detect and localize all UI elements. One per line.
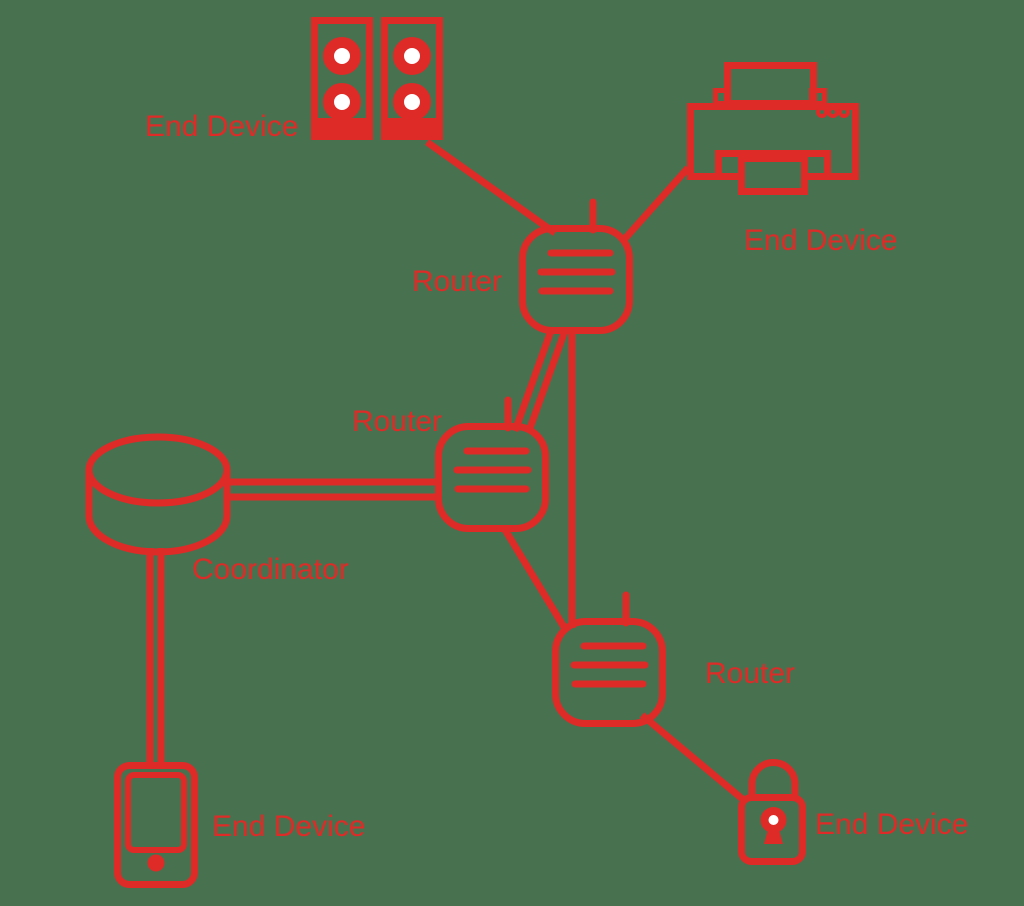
speaker-right-woofer (393, 83, 431, 121)
node-coordinator (82, 430, 234, 558)
link-router-middle-to-router-bottom (501, 526, 570, 634)
printer-paper-top (724, 62, 817, 107)
link-router-bottom-to-lock (639, 712, 749, 805)
lock-shackle (748, 759, 799, 798)
speaker-left-woofer (323, 83, 361, 121)
speaker-right-tweeter (393, 37, 431, 75)
phone-body (114, 762, 198, 888)
node-end-device-phone (114, 762, 198, 888)
node-end-device-speakers (311, 17, 443, 141)
label-end-device-lock: End Device (815, 808, 969, 841)
cylinder-body (85, 470, 231, 556)
label-router-top: Router (412, 265, 503, 298)
router-body (519, 225, 633, 334)
printer-led-2 (827, 106, 839, 118)
printer-tab-right (809, 88, 827, 106)
label-end-device-speakers: End Device (145, 110, 299, 143)
speakers-icon (311, 17, 443, 140)
node-router-top (518, 196, 638, 336)
phone-screen (125, 772, 187, 853)
node-router-bottom (551, 589, 671, 729)
label-end-device-phone: End Device (212, 810, 366, 843)
speaker-left-tweeter (323, 37, 361, 75)
link-printer-to-router-top (619, 165, 691, 245)
router-body (435, 423, 549, 532)
smartphone-icon (114, 762, 198, 888)
router-icon (552, 591, 666, 727)
label-router-middle: Router (352, 405, 443, 438)
label-coordinator: Coordinator (192, 553, 349, 586)
printer-led-1 (816, 106, 828, 118)
phone-home-button (147, 854, 165, 872)
database-cylinder-icon (85, 433, 231, 556)
link-router-top-to-router-middle-1 (511, 326, 556, 433)
printer-led-3 (838, 106, 850, 118)
speaker-left-base (314, 118, 370, 138)
padlock-icon (738, 759, 806, 865)
speaker-right-base (384, 118, 440, 138)
lock-keyhole-stem (764, 826, 783, 844)
label-router-bottom: Router (705, 657, 796, 690)
cylinder-top (85, 433, 231, 507)
link-router-top-to-router-middle-2 (525, 326, 570, 433)
printer-icon (687, 62, 859, 195)
node-end-device-printer (687, 62, 859, 196)
router-icon (519, 198, 633, 334)
printer-paper-out (738, 155, 808, 195)
router-icon (435, 396, 549, 532)
lock-body (738, 794, 806, 865)
node-router-middle (434, 394, 554, 534)
node-end-device-lock (738, 758, 808, 866)
link-speakers-to-router-top (424, 139, 558, 236)
label-end-device-printer: End Device (744, 224, 898, 257)
printer-tab-left (713, 88, 731, 106)
router-body (552, 618, 666, 727)
